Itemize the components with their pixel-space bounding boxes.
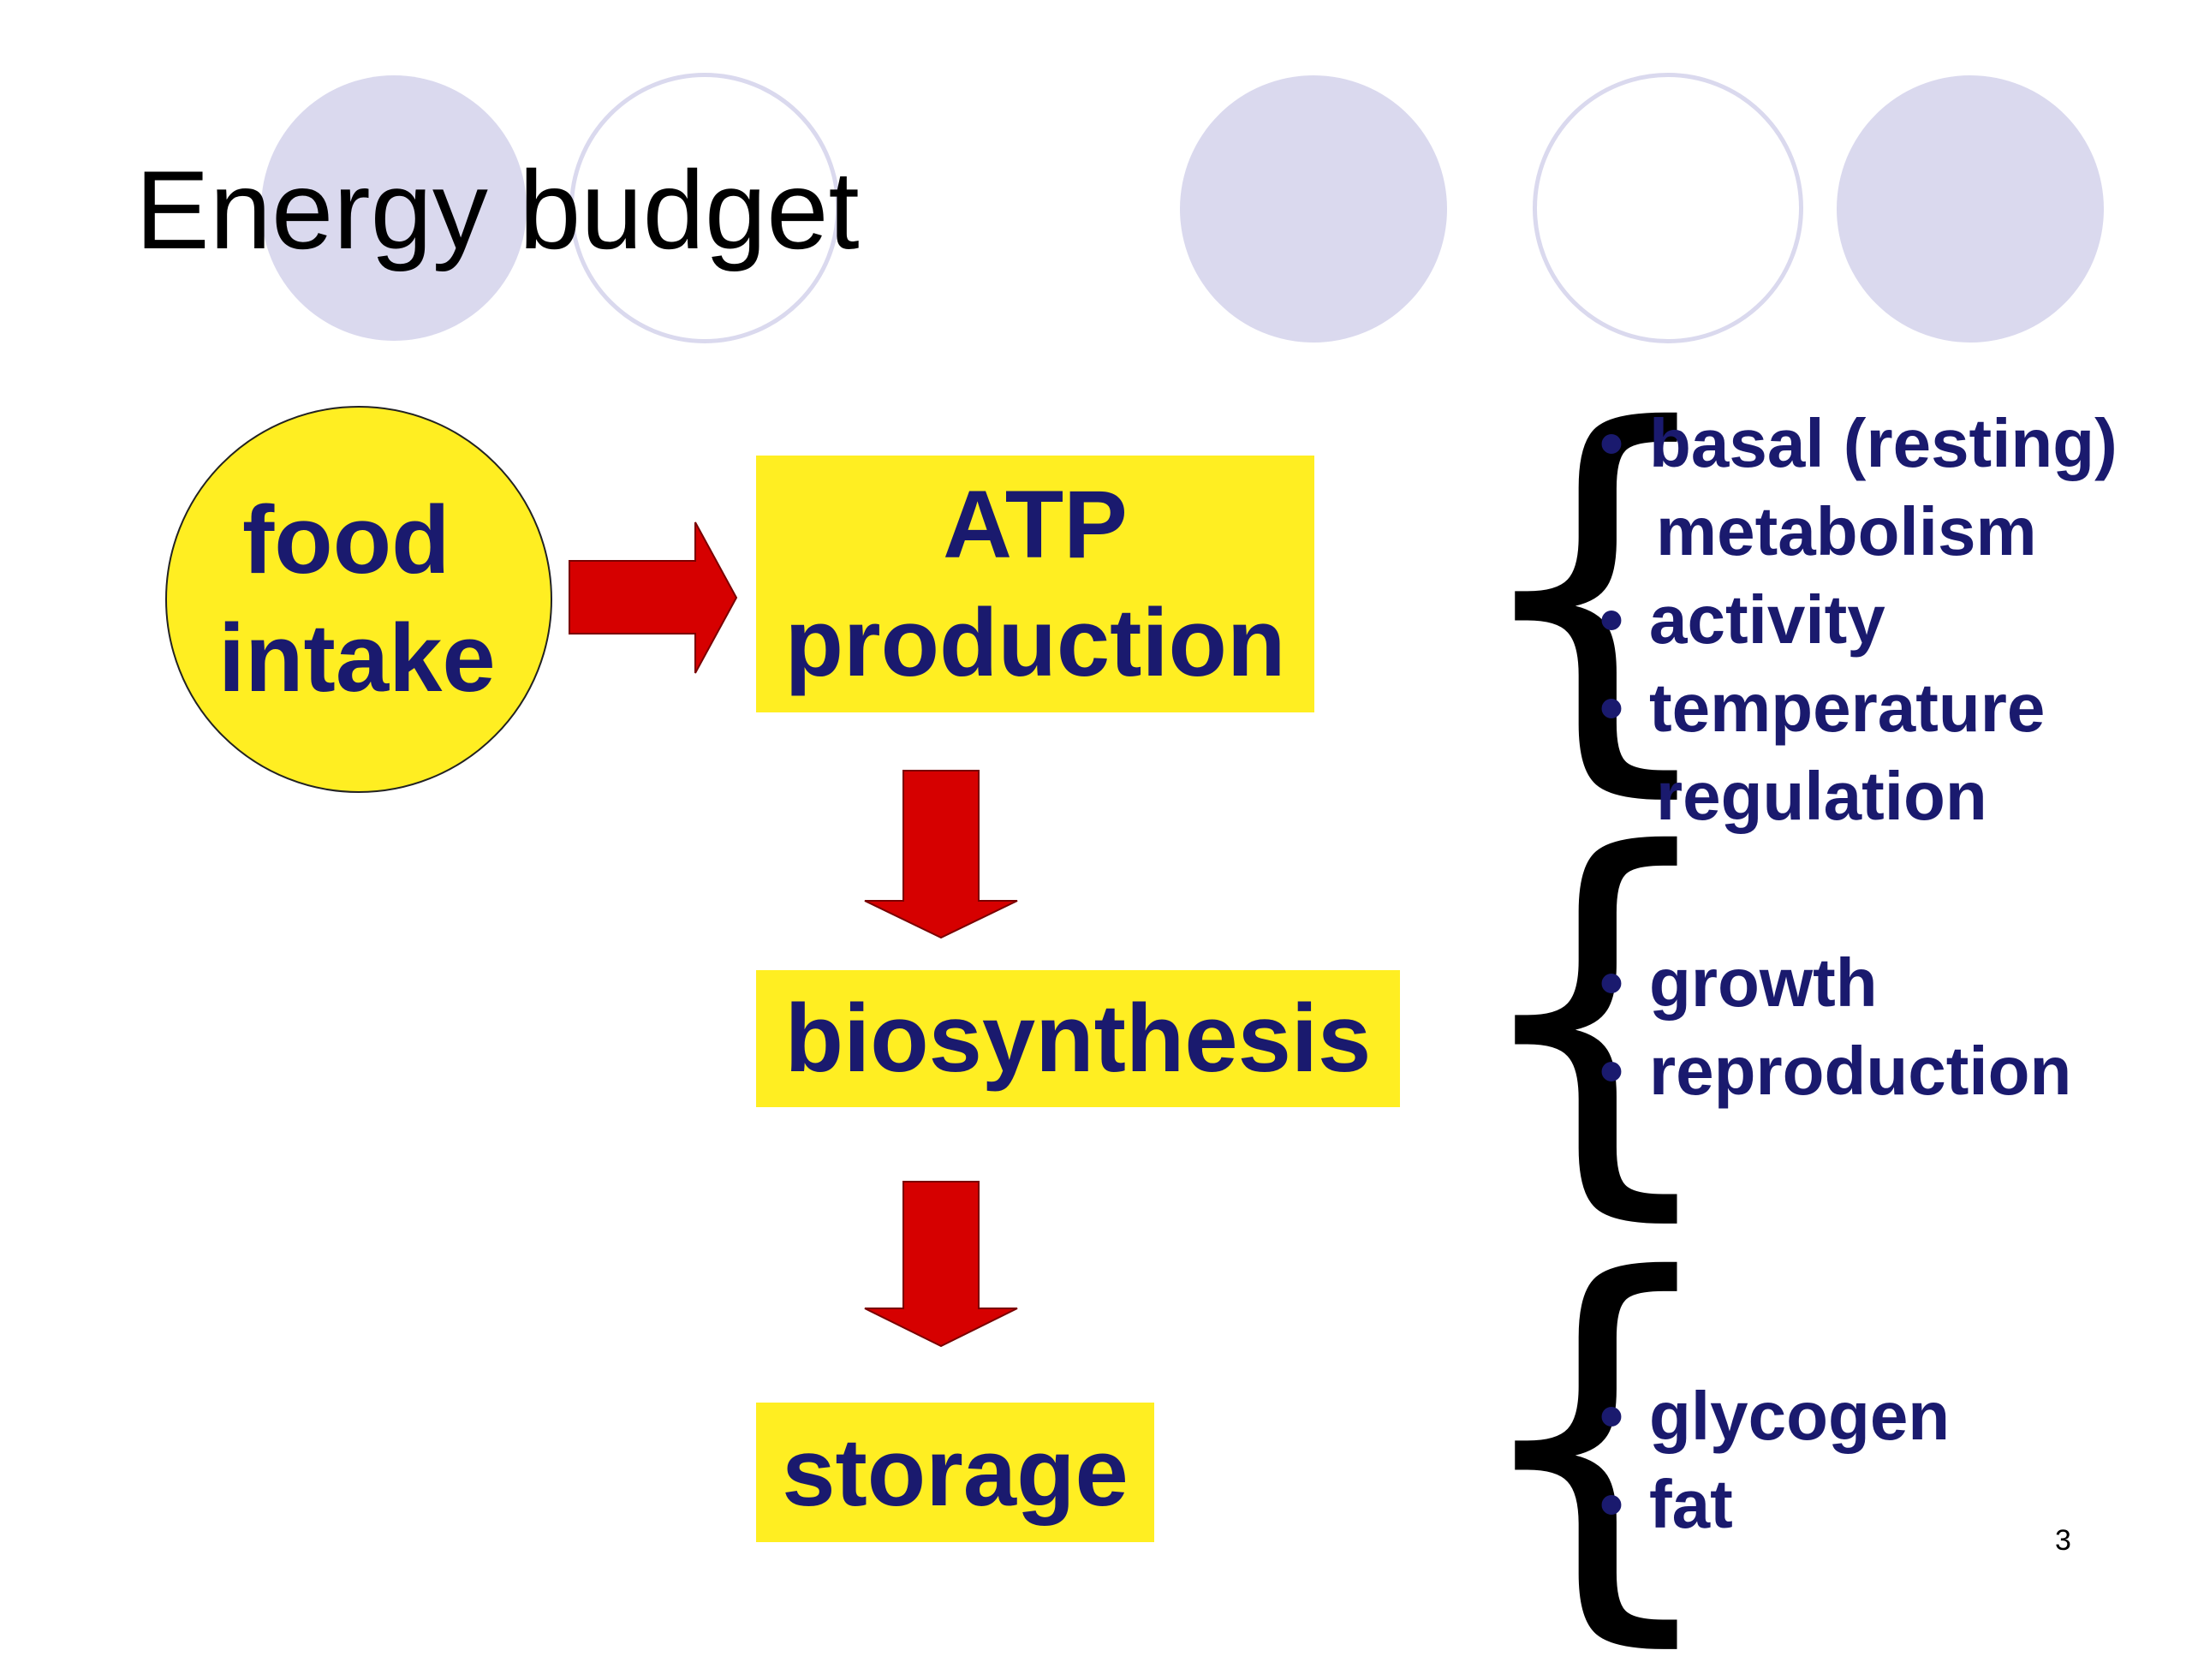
bullet: • [1599,944,1624,1021]
list-item-text: fat [1649,1466,1733,1542]
decor-circle-1 [261,75,527,341]
arrow-biosynthesis-to-storage [864,1181,1018,1348]
bullet: • [1599,1033,1624,1109]
decor-circle-2 [569,73,840,343]
list-item-text-continued: metabolism [1656,493,2037,569]
brace-biosynthesis-uses: { [1462,766,1730,1254]
list-item-text: basal (resting) [1649,405,2118,481]
list-item: • activity [1599,575,2118,664]
bullet: • [1599,670,1624,746]
storage-node: storage [756,1403,1154,1542]
food-intake-line-1: food [242,486,450,593]
atp-uses-list: • basal (resting) metabolism • activity … [1599,399,2118,840]
food-intake-node: food intake [165,406,552,793]
list-item-text: reproduction [1649,1033,2072,1109]
list-item-text: activity [1649,581,1885,658]
atp-production-line-1: ATP [943,471,1128,578]
atp-production-line-2: production [784,589,1286,696]
storage-label: storage [782,1418,1129,1526]
food-intake-line-2: intake [218,605,496,712]
list-item-text: growth [1649,944,1878,1021]
biosynthesis-label: biosynthesis [784,985,1372,1092]
decor-circle-5 [1837,75,2104,343]
brace-storage-forms: { [1462,1191,1730,1680]
bullet: • [1599,405,1624,481]
arrow-food-to-atp [569,521,738,674]
bullet: • [1599,1466,1624,1542]
list-item: • basal (resting) metabolism [1599,399,2118,575]
biosynthesis-uses-list: • growth • reproduction [1599,938,2071,1115]
decor-circle-3 [1180,75,1447,343]
list-item-text-continued: regulation [1656,758,1987,834]
list-item: • temperature regulation [1599,664,2118,840]
list-item-text: temperature [1649,670,2046,746]
list-item: • glycogen [1599,1372,1950,1460]
atp-production-node: ATP production [756,456,1314,712]
biosynthesis-node: biosynthesis [756,970,1400,1107]
list-item-text: glycogen [1649,1378,1951,1454]
arrow-atp-to-biosynthesis [864,770,1018,939]
storage-forms-list: • glycogen • fat [1599,1372,1950,1548]
list-item: • reproduction [1599,1027,2071,1115]
list-item: • growth [1599,938,2071,1027]
brace-atp-uses: { [1462,342,1730,831]
slide-title: Energy budget [135,147,860,272]
bullet: • [1599,581,1624,658]
page-number: 3 [2055,1524,2071,1557]
list-item: • fat [1599,1460,1950,1548]
bullet: • [1599,1378,1624,1454]
decor-circle-4 [1533,73,1803,343]
